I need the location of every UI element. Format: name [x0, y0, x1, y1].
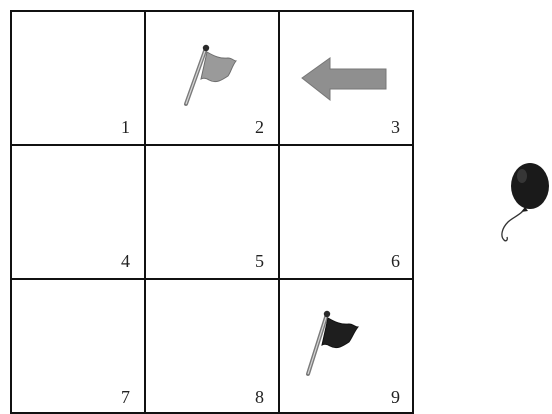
cell-number: 4 [121, 252, 130, 270]
grid-cell-7[interactable]: 7 [12, 280, 146, 414]
cell-number: 6 [391, 252, 400, 270]
cell-number: 9 [391, 388, 400, 406]
number-grid: 1 2 3 4 5 6 7 8 9 [10, 10, 414, 414]
cell-number: 3 [391, 118, 400, 136]
cell-number: 5 [255, 252, 264, 270]
cell-number: 8 [255, 388, 264, 406]
grid-cell-1[interactable]: 1 [12, 12, 146, 146]
cell-number: 2 [255, 118, 264, 136]
grid-cell-3[interactable]: 3 [280, 12, 414, 146]
grid-cell-9[interactable]: 9 [280, 280, 414, 414]
cell-number: 7 [121, 388, 130, 406]
grid-cell-5[interactable]: 5 [146, 146, 280, 280]
grid-cell-8[interactable]: 8 [146, 280, 280, 414]
grid-cell-4[interactable]: 4 [12, 146, 146, 280]
grid-cell-6[interactable]: 6 [280, 146, 414, 280]
grid-cell-2[interactable]: 2 [146, 12, 280, 146]
cell-number: 1 [121, 118, 130, 136]
balloon-icon[interactable] [490, 160, 552, 250]
